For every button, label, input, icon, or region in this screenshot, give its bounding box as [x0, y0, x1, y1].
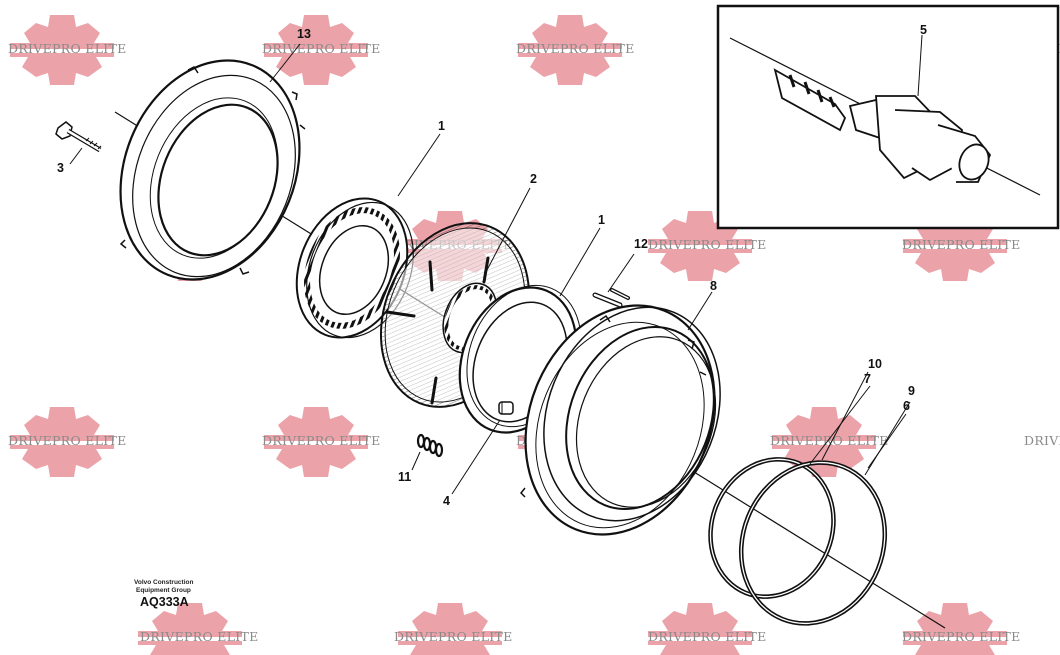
- watermark-text: DRIVEPRO ELITE: [394, 629, 513, 644]
- leader-lines: [69, 34, 923, 495]
- callout-11: 11: [398, 470, 411, 484]
- callout-5: 5: [920, 23, 927, 37]
- watermark-text: DRIVEPRO ELITE: [8, 433, 127, 448]
- callout-12: 12: [634, 237, 648, 251]
- watermark-text: DRIVEPRO ELITE: [770, 433, 889, 448]
- watermark-text: DRIVEPRO ELITE: [516, 41, 635, 56]
- callout-1-lower: 1: [598, 213, 605, 227]
- part-4-pin: [498, 401, 514, 415]
- part-12-dowel-pins: [592, 288, 630, 308]
- watermark-text: DRIVEPRO ELITE: [8, 41, 127, 56]
- callout-2: 2: [530, 172, 537, 186]
- watermark-text: DRIVEPRO ELITE: [1024, 433, 1060, 448]
- watermark-text: DRIVEPRO ELITE: [902, 629, 1021, 644]
- watermark-text: DRIVEPRO ELITE: [262, 433, 381, 448]
- callout-4: 4: [443, 494, 450, 508]
- part-6-9-o-ring: [738, 460, 888, 626]
- credit-line-2: Equipment Group: [136, 587, 191, 594]
- watermark-text: DRIVEPRO ELITE: [140, 629, 259, 644]
- callout-labels: 13 3 1 2 1 12 8 5 10 7 9 6 11 4: [57, 23, 927, 508]
- credit-block: Volvo Construction Equipment Group AQ333…: [134, 579, 193, 609]
- part-5-valve: [773, 68, 992, 183]
- callout-3: 3: [57, 161, 64, 175]
- callout-13: 13: [297, 27, 311, 41]
- part-7-10-o-ring: [708, 457, 836, 599]
- callout-7: 7: [864, 372, 871, 386]
- part-13-cover-ring: [119, 59, 306, 281]
- watermark-text: DRIVEPRO ELITE: [902, 237, 1021, 252]
- watermark-text: DRIVEPRO ELITE: [262, 41, 381, 56]
- callout-6: 6: [903, 399, 910, 413]
- part-8-piston-housing: [519, 304, 721, 536]
- callout-9: 9: [908, 384, 915, 398]
- detail-inset-frame: [716, 4, 1060, 230]
- part-3-bolt: [55, 121, 102, 153]
- callout-10: 10: [868, 357, 882, 371]
- credit-line-1: Volvo Construction: [134, 579, 193, 586]
- callout-8: 8: [710, 279, 717, 293]
- watermark-text: DRIVEPRO ELITE: [648, 629, 767, 644]
- watermark-text: DRIVEPRO ELITE: [648, 237, 767, 252]
- callout-1: 1: [438, 119, 445, 133]
- part-11-spring: [416, 433, 444, 458]
- drawing-code: AQ333A: [140, 595, 189, 609]
